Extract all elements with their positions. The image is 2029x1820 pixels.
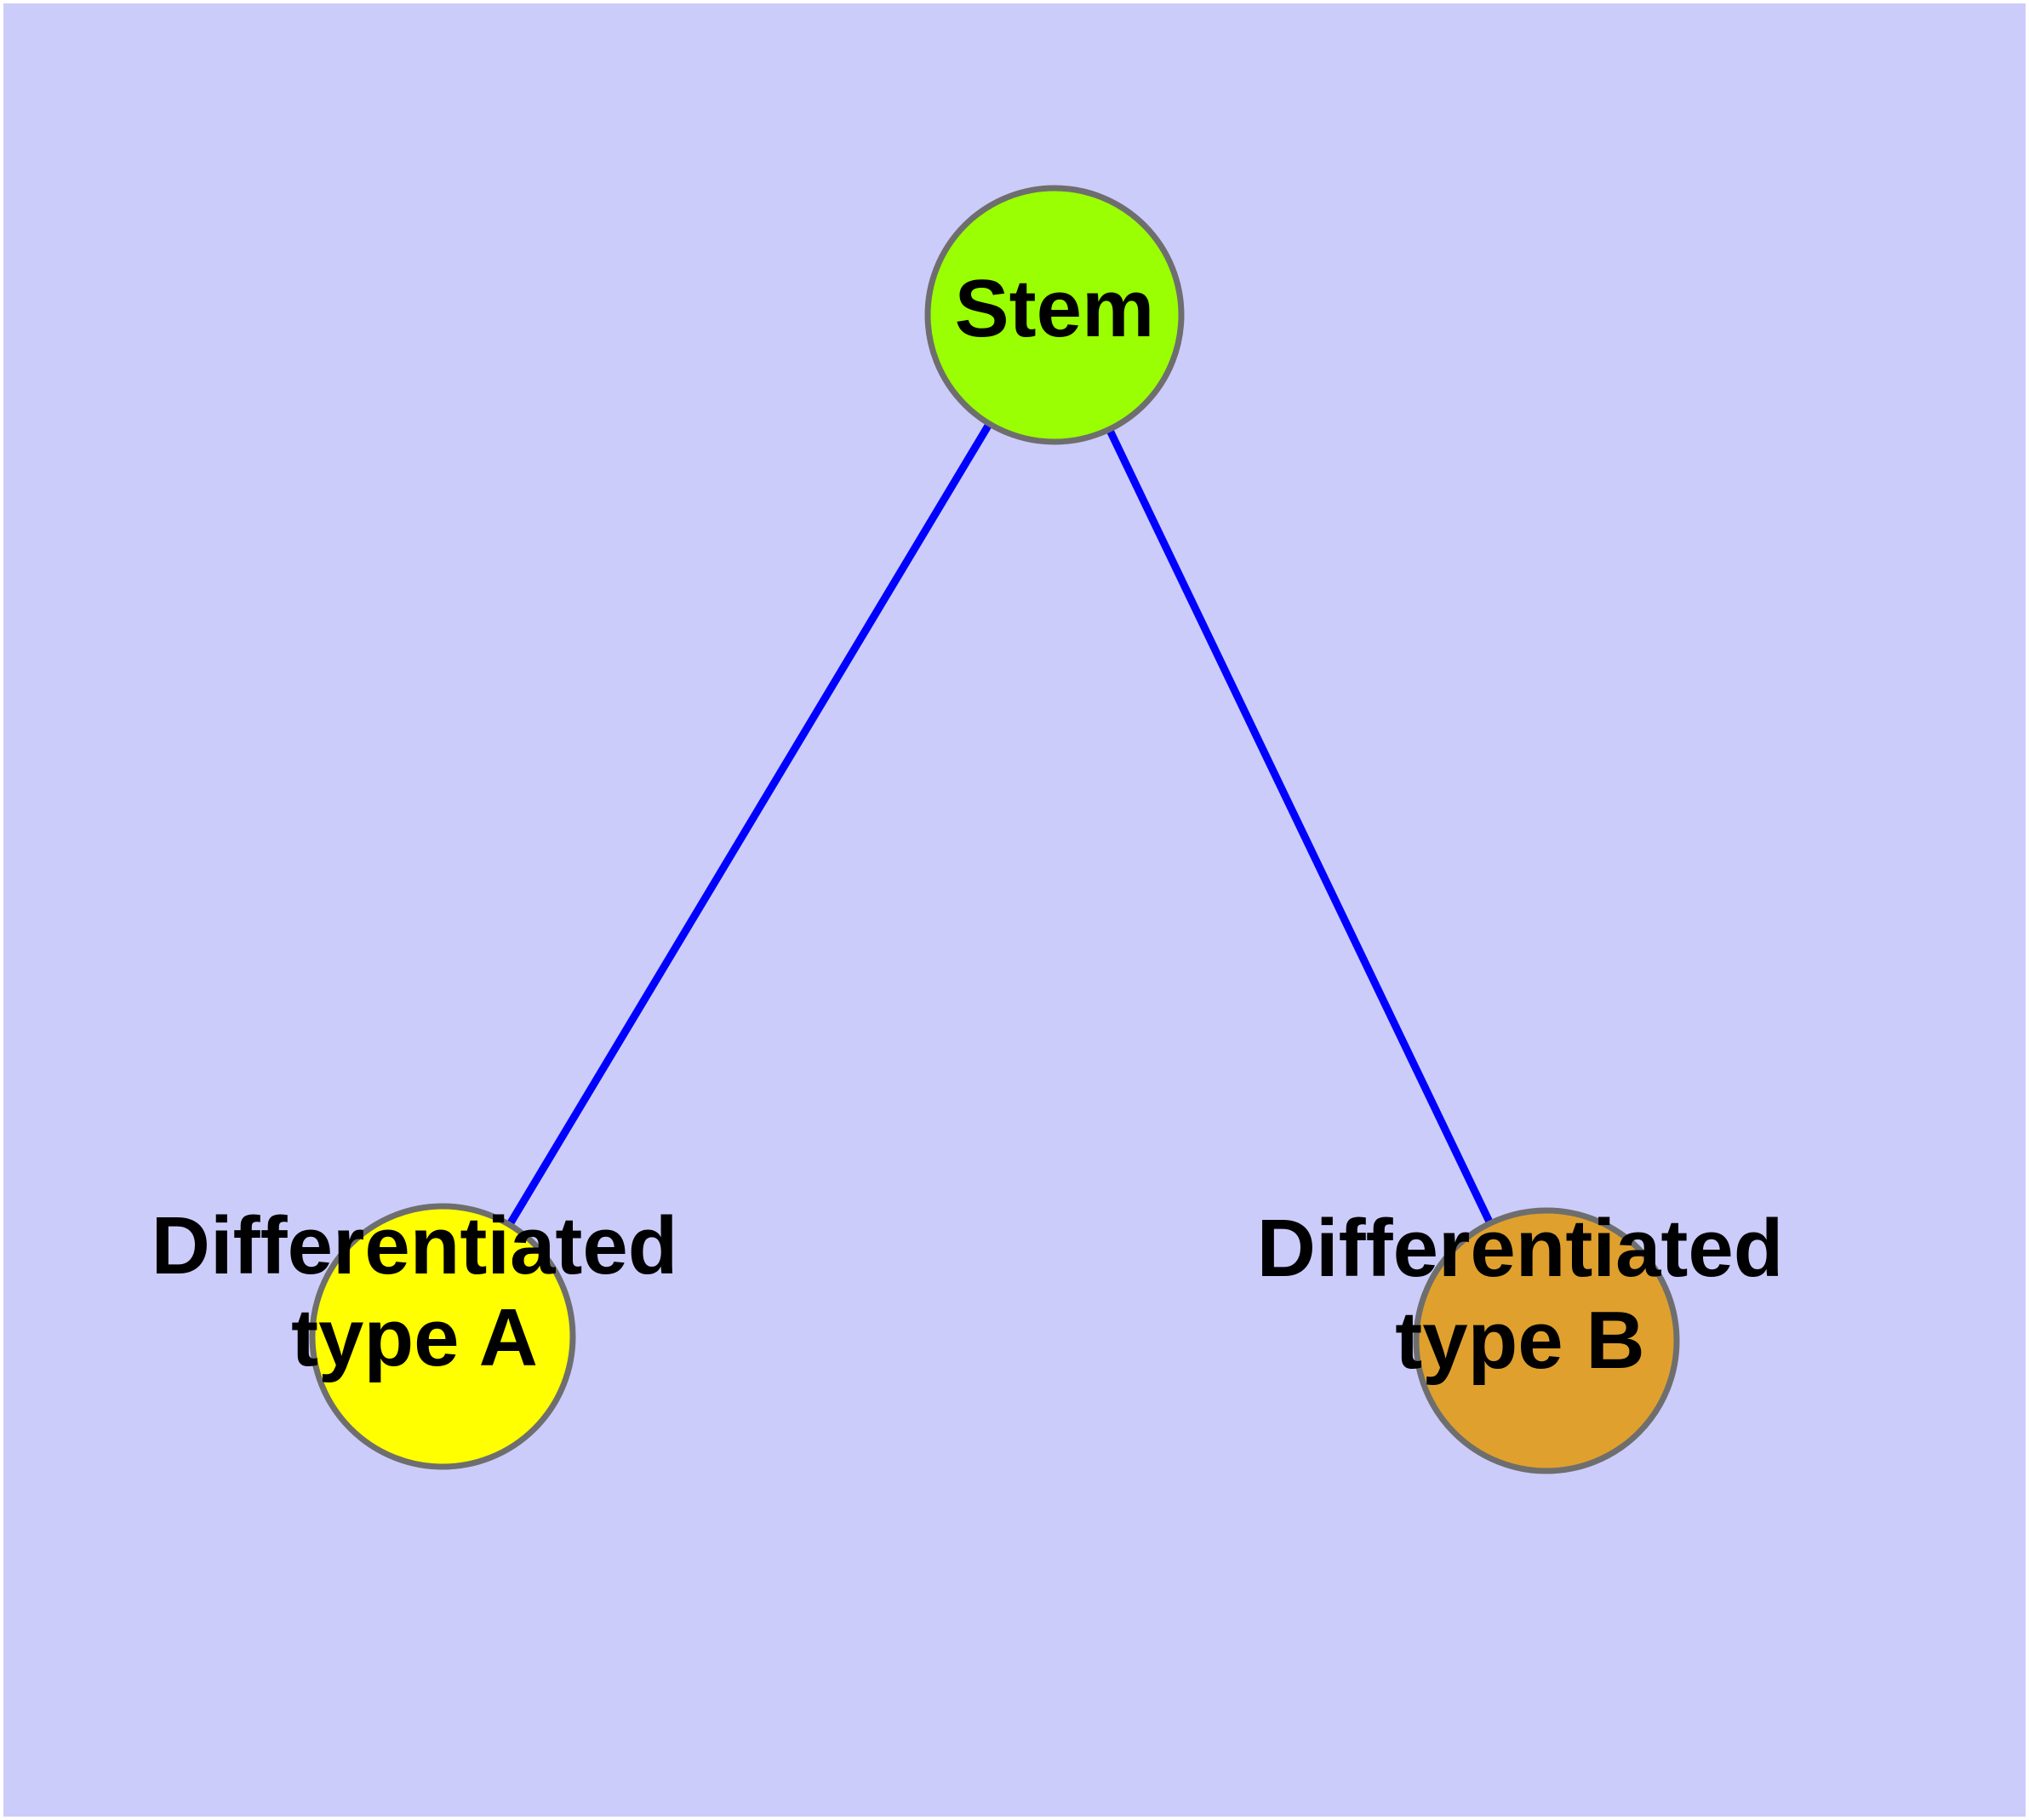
node-layer — [309, 185, 1680, 1474]
edge-layer — [439, 312, 1551, 1342]
node-diff-type-a[interactable] — [309, 1203, 576, 1470]
node-label-line: Differentiated — [151, 1201, 678, 1292]
node-label-stem: Stem — [955, 263, 1155, 354]
node-label-line: type A — [291, 1292, 538, 1383]
edge-stem-to-diff-type-b — [1050, 313, 1551, 1342]
node-diff-type-b[interactable] — [1413, 1207, 1680, 1474]
node-label-line: type B — [1395, 1295, 1644, 1386]
node-label-line: Differentiated — [1257, 1204, 1784, 1295]
edge-stem-to-diff-type-a — [439, 312, 1058, 1339]
node-label-line: Stem — [955, 263, 1155, 354]
node-stem[interactable] — [924, 185, 1185, 445]
